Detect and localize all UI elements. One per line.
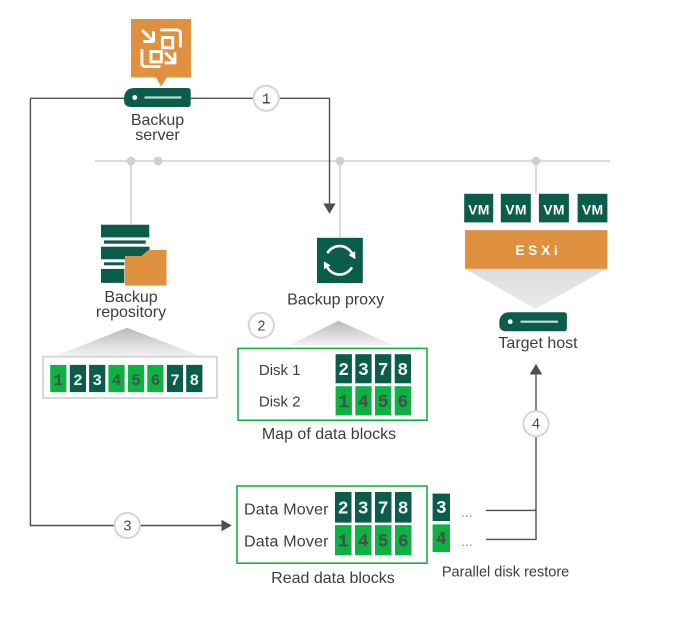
svg-text:5: 5 — [131, 372, 141, 390]
svg-text:4: 4 — [358, 393, 369, 413]
svg-text:Disk: Disk — [259, 362, 289, 379]
svg-text:2: 2 — [292, 393, 300, 410]
svg-text:1: 1 — [53, 372, 63, 390]
svg-text:8: 8 — [189, 372, 199, 390]
svg-text:7: 7 — [378, 499, 389, 519]
svg-text:2: 2 — [338, 361, 349, 381]
svg-text:Backup proxy: Backup proxy — [287, 292, 384, 309]
svg-text:...: ... — [461, 533, 473, 549]
svg-text:2: 2 — [338, 499, 349, 519]
svg-text:7: 7 — [378, 361, 389, 381]
svg-text:3: 3 — [436, 499, 447, 519]
svg-text:2: 2 — [257, 319, 266, 335]
svg-text:3: 3 — [358, 499, 369, 519]
svg-text:ESXi: ESXi — [516, 243, 562, 258]
svg-text:VM: VM — [543, 201, 565, 217]
svg-text:1: 1 — [262, 92, 271, 108]
svg-text:server: server — [135, 127, 180, 144]
svg-text:1: 1 — [292, 362, 300, 379]
svg-text:Backup: Backup — [104, 289, 157, 306]
svg-text:VM: VM — [468, 201, 490, 217]
svg-text:Map of data blocks: Map of data blocks — [262, 426, 396, 443]
svg-text:3: 3 — [358, 361, 369, 381]
svg-text:2: 2 — [73, 372, 83, 390]
svg-text:4: 4 — [358, 532, 369, 552]
svg-text:5: 5 — [378, 393, 389, 413]
svg-text:6: 6 — [397, 393, 408, 413]
svg-text:...: ... — [461, 504, 473, 520]
svg-text:3: 3 — [123, 520, 132, 536]
svg-text:5: 5 — [378, 532, 389, 552]
svg-text:Data Mover: Data Mover — [244, 533, 329, 550]
svg-text:6: 6 — [151, 372, 161, 390]
svg-text:4: 4 — [532, 418, 541, 434]
svg-text:Target host: Target host — [498, 335, 578, 352]
svg-text:4: 4 — [112, 372, 122, 390]
svg-text:Disk: Disk — [259, 393, 289, 410]
svg-text:Parallel disk restore: Parallel disk restore — [442, 564, 569, 580]
svg-text:VM: VM — [505, 201, 527, 217]
svg-text:Backup: Backup — [131, 112, 184, 129]
svg-text:Read data blocks: Read data blocks — [271, 570, 395, 587]
svg-text:1: 1 — [338, 393, 349, 413]
svg-text:4: 4 — [436, 530, 447, 550]
svg-text:8: 8 — [397, 361, 408, 381]
svg-text:1: 1 — [338, 532, 349, 552]
svg-text:VM: VM — [582, 201, 604, 217]
svg-text:6: 6 — [398, 532, 409, 552]
svg-text:7: 7 — [170, 372, 180, 390]
svg-text:Data Mover: Data Mover — [244, 502, 329, 519]
svg-text:repository: repository — [96, 304, 166, 321]
svg-text:8: 8 — [398, 499, 409, 519]
svg-text:3: 3 — [92, 372, 102, 390]
